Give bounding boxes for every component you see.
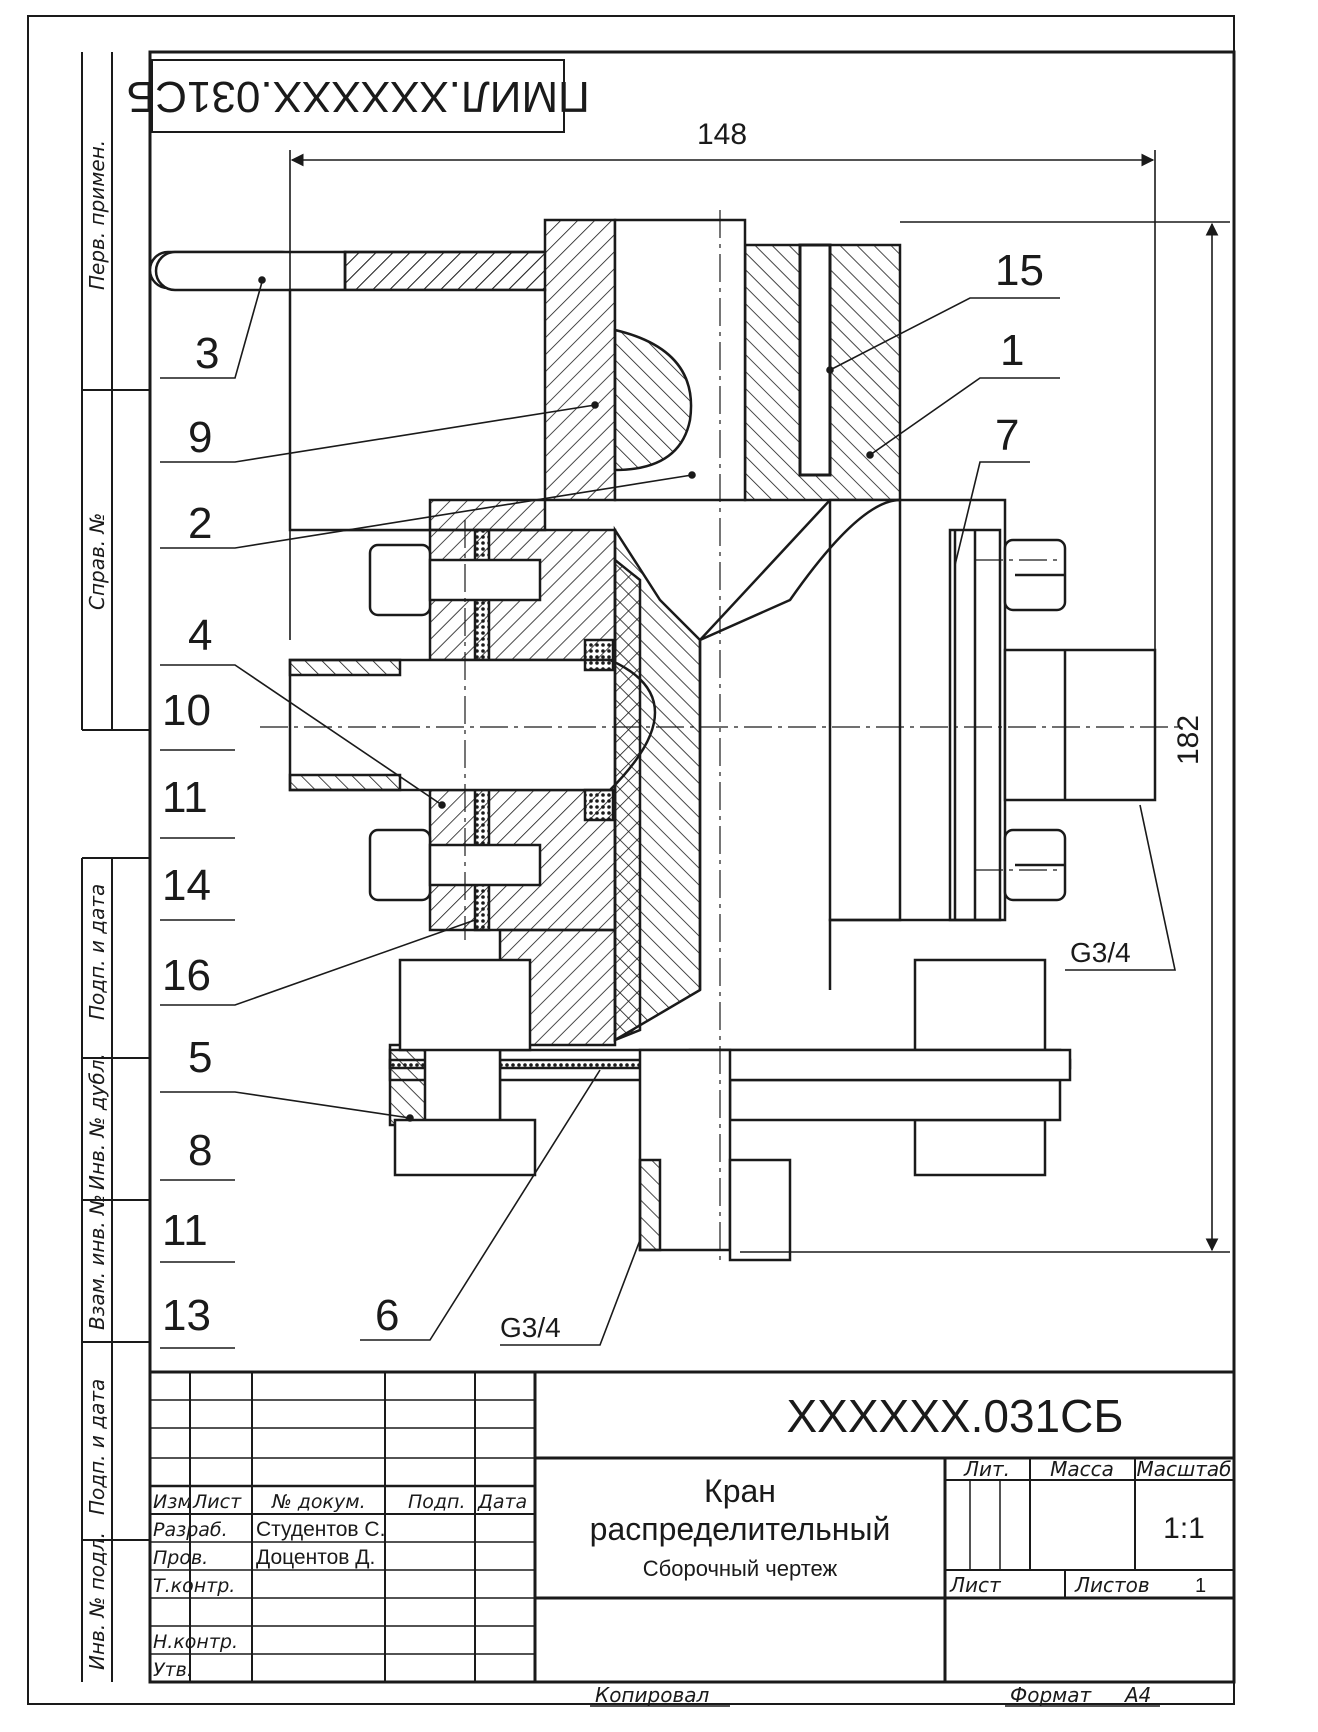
callout-14: 14 — [162, 861, 211, 910]
col-list: Лист — [192, 1491, 242, 1513]
body-right — [828, 498, 1007, 922]
row-razrab: Разраб. — [153, 1519, 228, 1541]
row-nkontr: Н.контр. — [153, 1631, 238, 1653]
callout-9: 9 — [188, 413, 212, 462]
listov-value: 1 — [1195, 1575, 1206, 1597]
perv-primen-label: Перв. примен. — [85, 140, 109, 290]
title-block-lines — [148, 1370, 1236, 1684]
format-value: А4 — [1123, 1683, 1151, 1707]
callout-10: 10 — [162, 686, 211, 735]
right-bolts — [1003, 538, 1067, 902]
callout-8: 8 — [188, 1126, 212, 1175]
callout-7: 7 — [995, 411, 1019, 460]
bolt-right-head — [913, 958, 1047, 1052]
callout-11-b: 11 — [162, 1206, 208, 1255]
callout-3: 3 — [195, 329, 219, 378]
callout-4: 4 — [188, 611, 212, 660]
title-block-text: XXXXXX.031СБ Кран распределительный Сбор… — [153, 1390, 1232, 1681]
listov-label: Листов — [1074, 1573, 1150, 1597]
format-label: Формат — [1010, 1683, 1092, 1707]
thread-label-bottom: G3/4 — [500, 1312, 561, 1343]
col-doc: № докум. — [271, 1491, 366, 1513]
designation: XXXXXX.031СБ — [786, 1390, 1123, 1442]
inv-dubl-label: Инв. № дубл. — [85, 1053, 109, 1190]
row-tkontr: Т.контр. — [153, 1575, 235, 1597]
callout-numbers: 3 9 2 4 10 11 14 16 5 8 11 13 6 15 1 7 — [162, 246, 1044, 1340]
kopiroval-label: Копировал — [595, 1683, 709, 1707]
thread-label-right: G3/4 — [1070, 937, 1131, 968]
col-podp: Подп. — [408, 1491, 466, 1513]
rotated-code-text: ПМИЛ.XXXXXX.031СБ — [126, 72, 589, 121]
handle-3 — [154, 250, 347, 292]
col-data: Дата — [477, 1491, 527, 1513]
callout-16: 16 — [162, 951, 211, 1000]
podp-data-label-2: Подп. и дата — [85, 1379, 109, 1515]
left-bolts — [368, 543, 542, 902]
lit-label: Лит. — [963, 1457, 1010, 1481]
callout-leaders — [160, 276, 1060, 1349]
razrab-name: Студентов С. — [256, 1518, 385, 1541]
thread-leaders — [500, 804, 1176, 1346]
dimension-height: 182 — [1172, 715, 1205, 765]
footer: Копировал Формат А4 — [590, 1683, 1160, 1707]
callout-6: 6 — [375, 1291, 399, 1340]
callout-1: 1 — [1000, 326, 1024, 375]
rotated-code-stamp: ПМИЛ.XXXXXX.031СБ — [126, 59, 590, 133]
dimension-width: 148 — [697, 118, 747, 151]
doc-type: Сборочный чертеж — [643, 1556, 838, 1581]
dimensions — [289, 150, 1230, 1253]
vzam-inv-label: Взам. инв. № — [85, 1194, 109, 1330]
right-fitting — [1003, 648, 1157, 802]
callout-15: 15 — [995, 246, 1044, 295]
side-strip-labels: Перв. примен. Справ. № Подп. и дата Инв.… — [85, 140, 109, 1670]
col-izm: Изм — [153, 1491, 192, 1513]
assembly-section-view — [148, 210, 1180, 1262]
callout-5: 5 — [188, 1033, 212, 1082]
callout-13: 13 — [162, 1291, 211, 1340]
massa-label: Масса — [1050, 1457, 1114, 1481]
centerlines — [260, 210, 1180, 1260]
masshtab-label: Масштаб — [1136, 1457, 1231, 1481]
callout-2: 2 — [188, 499, 212, 548]
podp-data-label-1: Подп. и дата — [85, 884, 109, 1020]
row-utv: Утв. — [153, 1659, 193, 1681]
sprav-no-label: Справ. № — [85, 513, 109, 610]
list-label: Лист — [949, 1573, 1002, 1597]
scale-value: 1:1 — [1163, 1512, 1205, 1545]
product-name-line1: Кран — [704, 1473, 776, 1509]
inv-podl-label: Инв. № подл. — [85, 1532, 109, 1670]
callout-11-a: 11 — [162, 773, 208, 822]
inlet-pipe-10 — [288, 658, 657, 792]
bolt-left-head — [398, 958, 532, 1052]
prov-name: Доцентов Д. — [256, 1546, 375, 1569]
row-prov: Пров. — [153, 1547, 208, 1569]
product-name-line2: распределительный — [590, 1511, 891, 1547]
